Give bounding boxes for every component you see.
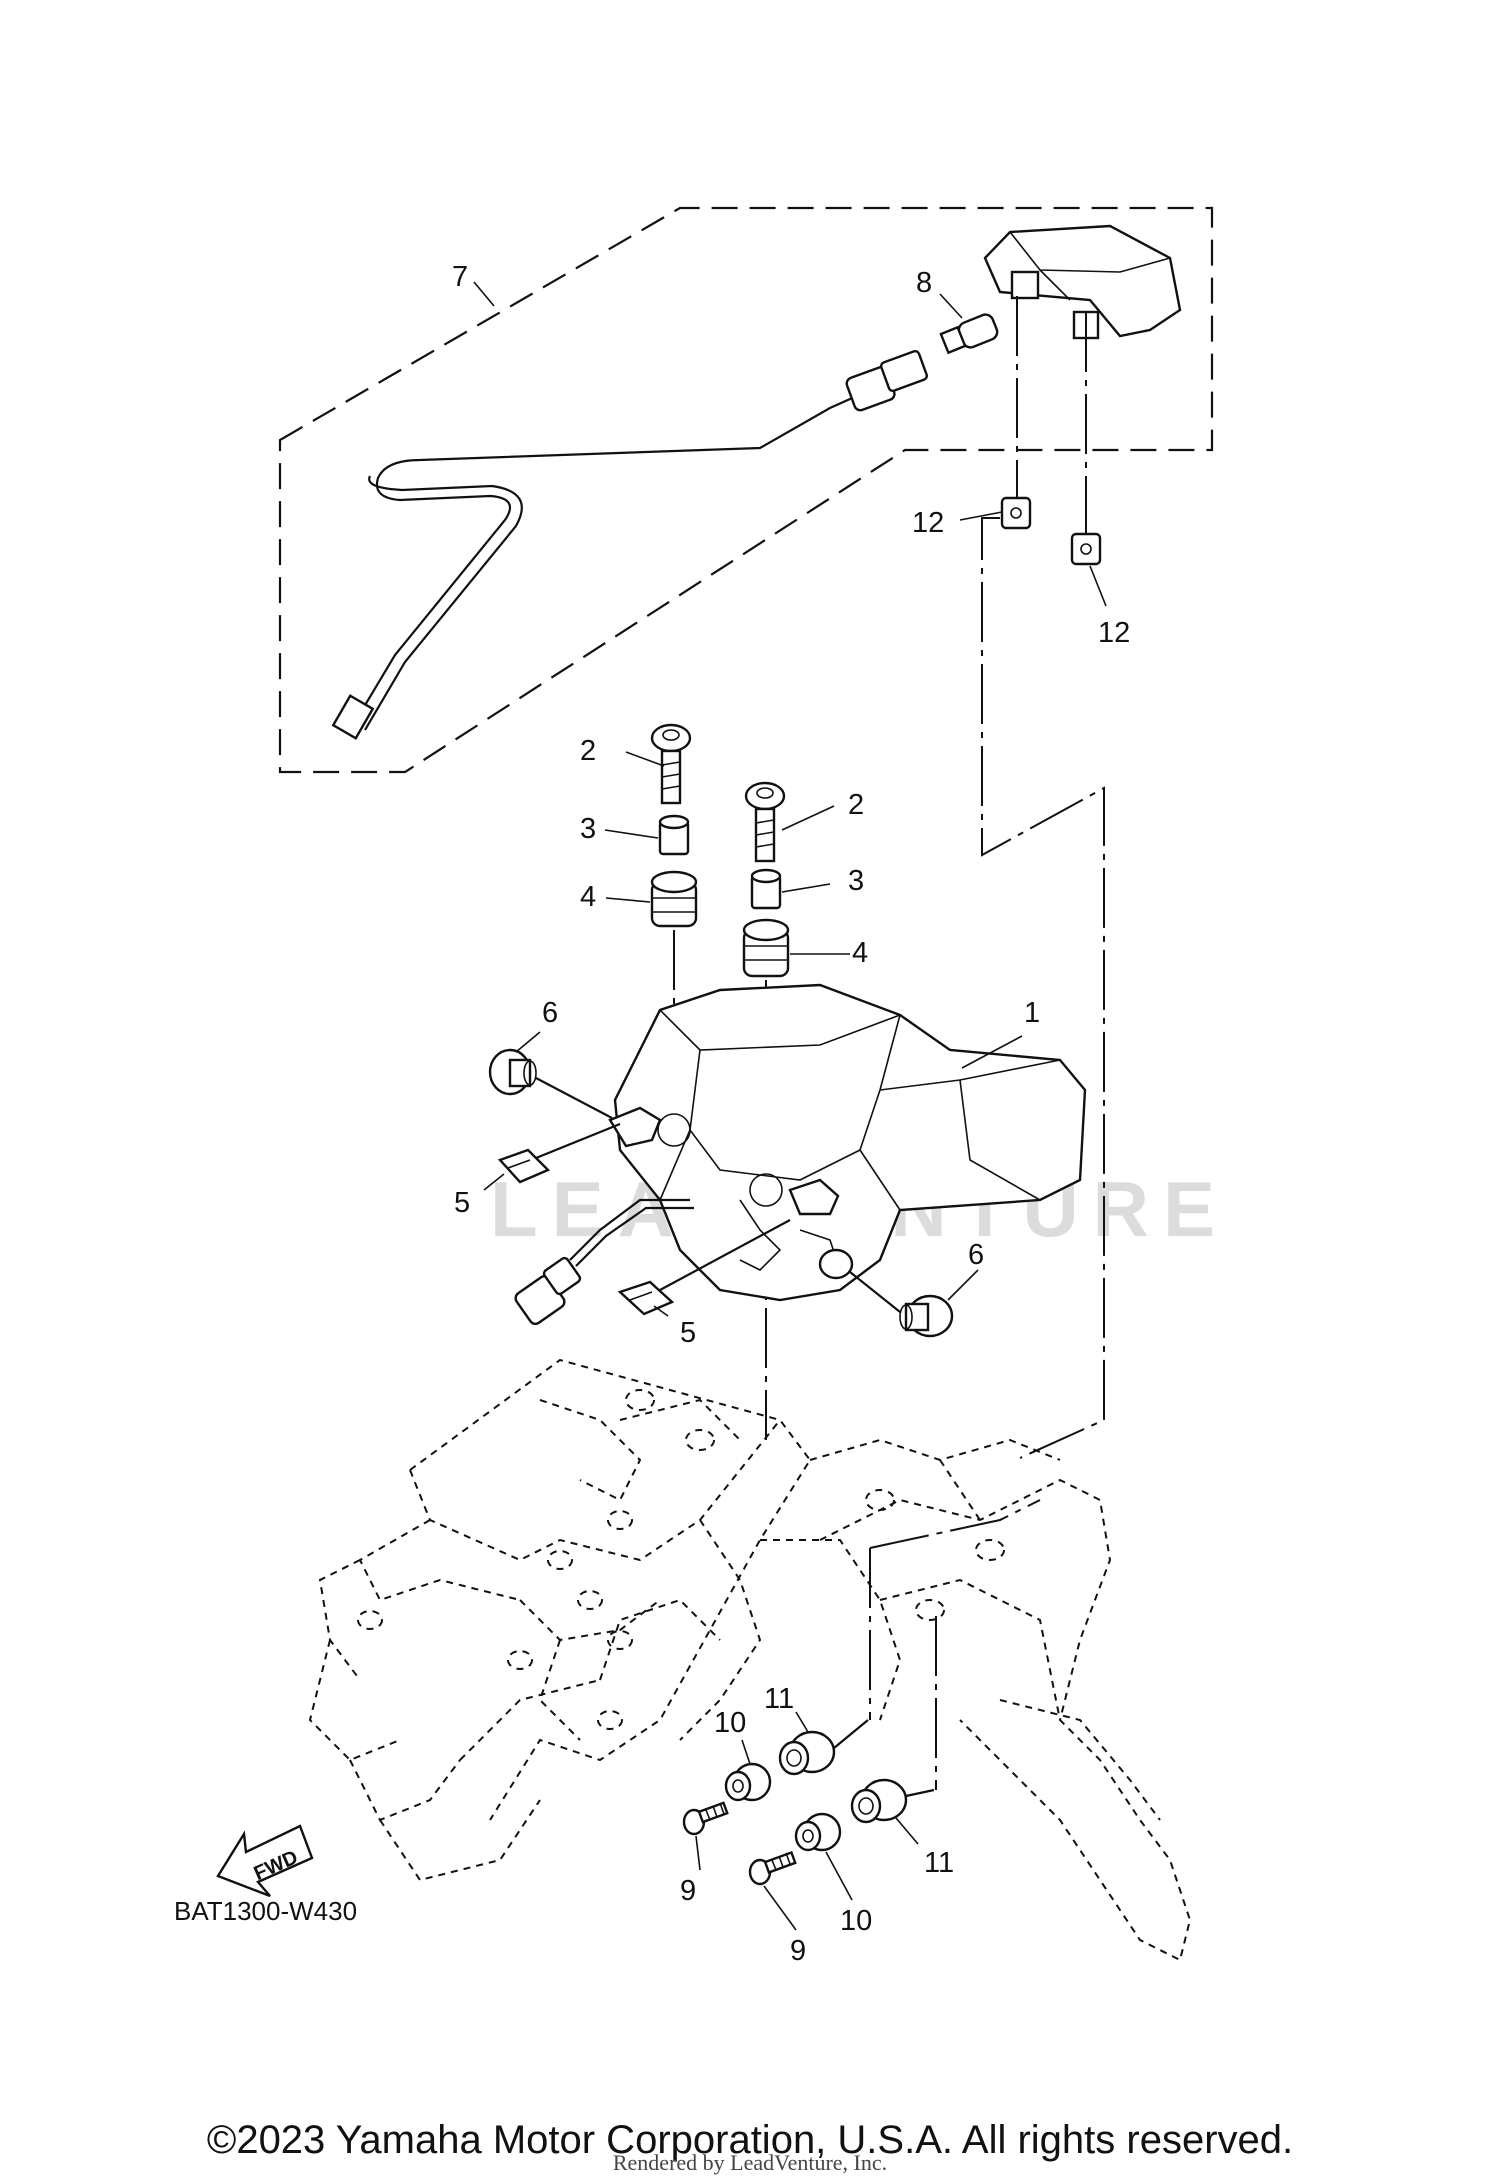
damper-part-6-right xyxy=(849,1271,954,1338)
callout-2-right: 2 xyxy=(848,789,864,821)
callout-numbers: 1 2 2 3 3 4 4 5 5 6 6 7 8 9 9 10 10 11 1… xyxy=(452,261,1130,1967)
callout-3-left: 3 xyxy=(580,813,596,845)
callout-10-left: 10 xyxy=(714,1707,746,1739)
collar-part-10-left xyxy=(724,1762,772,1802)
callout-11-right: 11 xyxy=(924,1847,954,1879)
lens-cover xyxy=(983,224,1182,340)
grommet-part-4-left xyxy=(650,870,698,928)
callout-3-right: 3 xyxy=(848,865,864,897)
assembly-boundary xyxy=(278,206,1214,774)
forward-arrow-icon: FWD xyxy=(216,1824,314,1898)
grommet-part-11-right xyxy=(850,1778,935,1824)
callout-11-left: 11 xyxy=(764,1683,794,1715)
guide-line-frame-mount-a xyxy=(869,1499,1041,1549)
bolt-part-9-right xyxy=(748,1850,797,1886)
damper-part-6-left xyxy=(488,1048,613,1119)
lead-wire-part-7 xyxy=(331,349,928,740)
callout-leaders xyxy=(473,281,1107,1931)
callout-8: 8 xyxy=(916,267,932,299)
collar-part-3-left xyxy=(658,814,690,856)
callout-12-upper: 12 xyxy=(912,507,944,539)
callout-4-right: 4 xyxy=(852,937,868,969)
copyright-text: ©2023 Yamaha Motor Corporation, U.S.A. A… xyxy=(206,2118,1294,2162)
render-credit-text: Rendered by LeadVenture, Inc. xyxy=(612,2150,888,2175)
bulb-part-8 xyxy=(939,313,999,355)
callout-2-left: 2 xyxy=(580,735,596,767)
callout-9-right: 9 xyxy=(790,1935,806,1967)
grommet-part-4-right xyxy=(742,918,790,978)
clip-part-5-left xyxy=(497,1122,621,1184)
callout-6-right: 6 xyxy=(968,1239,984,1271)
nut-part-12-lower xyxy=(1070,532,1102,566)
screw-part-2-left xyxy=(650,723,692,805)
diagram-code: BAT1300-W430 xyxy=(174,1896,357,1926)
nut-part-12-upper xyxy=(1000,496,1032,530)
callout-6-left: 6 xyxy=(542,997,558,1029)
guide-line-frame xyxy=(981,517,1105,1459)
callout-4-left: 4 xyxy=(580,881,596,913)
collar-part-3-right xyxy=(750,868,782,910)
tail-light-wire xyxy=(514,1198,694,1326)
callout-12-lower: 12 xyxy=(1098,617,1130,649)
callout-5-left: 5 xyxy=(454,1187,470,1219)
rear-frame xyxy=(308,1358,1192,1962)
clip-part-5-right xyxy=(617,1219,791,1316)
bolt-part-9-left xyxy=(682,1801,729,1836)
callout-9-left: 9 xyxy=(680,1875,696,1907)
tail-light-part-1 xyxy=(608,983,1087,1302)
grommet-part-11-left xyxy=(778,1719,869,1776)
callout-7: 7 xyxy=(452,261,468,293)
callout-5-right: 5 xyxy=(680,1317,696,1349)
callout-1: 1 xyxy=(1024,997,1040,1029)
callout-10-right: 10 xyxy=(840,1905,872,1937)
screw-part-2-right xyxy=(744,781,786,863)
collar-part-10-right xyxy=(794,1812,842,1852)
